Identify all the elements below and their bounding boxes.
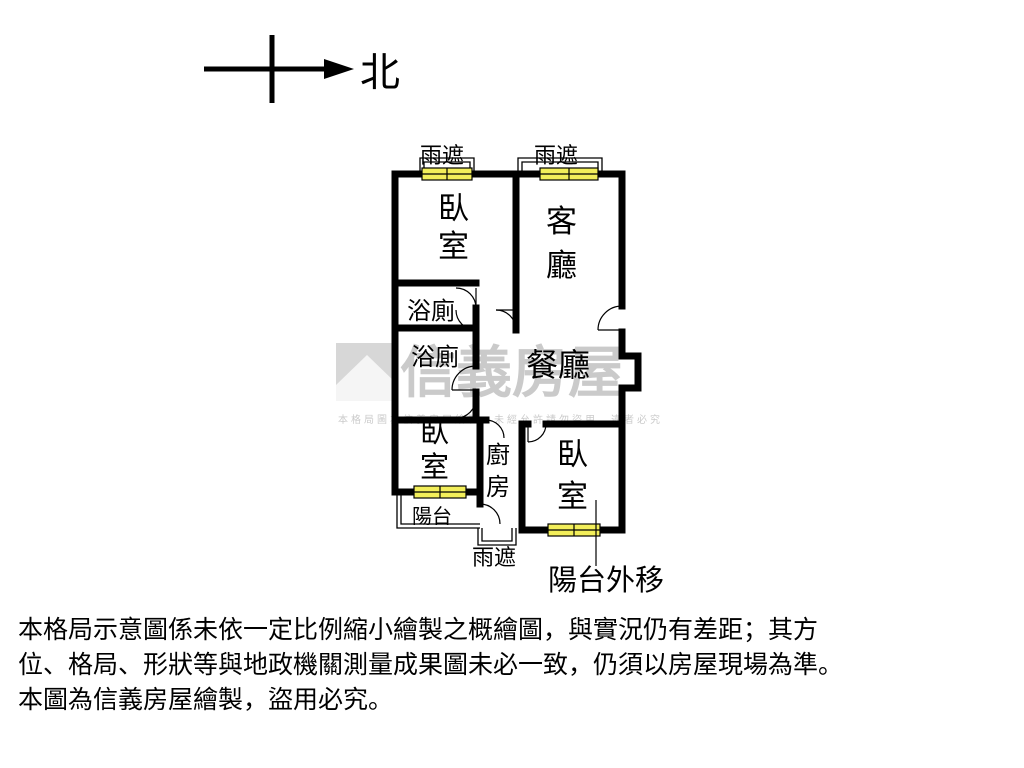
window-bottom-right — [547, 523, 601, 537]
canopy-label-top-left: 雨遮 — [420, 144, 464, 169]
north-label: 北 — [360, 50, 400, 96]
room-bathroom-2: 浴廁 — [411, 343, 459, 371]
watermark-logo-icon — [336, 343, 398, 401]
window-balcony — [413, 485, 467, 499]
disclaimer-line-3: 本圖為信義房屋繪製，盜用必究。 — [18, 685, 394, 714]
canopy-label-top-right: 雨遮 — [534, 144, 578, 169]
watermark-logo: 信義房屋 本格局圖為信義房屋繪製，未經允許請勿盜用，違者必究 — [336, 341, 660, 426]
walls — [391, 170, 642, 534]
room-bedroom-se-line2: 室 — [557, 479, 588, 515]
room-bedroom-sw-line2: 室 — [420, 450, 449, 484]
floor-plan: 信義房屋 本格局圖為信義房屋繪製，未經允許請勿盜用，違者必究 北 — [204, 35, 664, 597]
room-living-line1: 客 — [546, 204, 577, 240]
window-top-left — [421, 167, 473, 181]
room-dining: 餐廳 — [526, 346, 590, 384]
canopy-label-bottom: 雨遮 — [472, 546, 516, 571]
room-bedroom-sw-line1: 臥 — [420, 415, 449, 449]
room-kitchen-line1: 廚 — [486, 441, 510, 469]
doors — [451, 287, 623, 525]
canopy-frames — [396, 157, 603, 546]
room-bedroom-nw-line1: 臥 — [438, 191, 469, 227]
disclaimer: 本格局示意圖係未依一定比例縮小繪製之概繪圖，與實況仍有差距；其方 位、格局、形狀… — [18, 612, 1018, 717]
window-top-right — [539, 167, 599, 181]
windows — [413, 167, 601, 537]
room-bathroom-1: 浴廁 — [407, 297, 455, 325]
annotation-balcony-moved-out: 陽台外移 — [548, 563, 664, 597]
room-bedroom-nw-line2: 室 — [438, 229, 469, 265]
compass: 北 — [204, 35, 400, 103]
room-kitchen-line2: 房 — [486, 473, 510, 501]
watermark-brand: 信義房屋 — [400, 341, 624, 406]
room-bedroom-se-line1: 臥 — [557, 437, 588, 473]
disclaimer-line-2: 位、格局、形狀等與地政機關測量成果圖未必一致，仍須以房屋現場為準。 — [18, 650, 844, 679]
room-living-line2: 廳 — [546, 248, 577, 284]
room-balcony: 陽台 — [412, 504, 452, 528]
disclaimer-line-1: 本格局示意圖係未依一定比例縮小繪製之概繪圖，與實況仍有差距；其方 — [18, 615, 819, 644]
north-arrow-icon — [324, 59, 354, 79]
